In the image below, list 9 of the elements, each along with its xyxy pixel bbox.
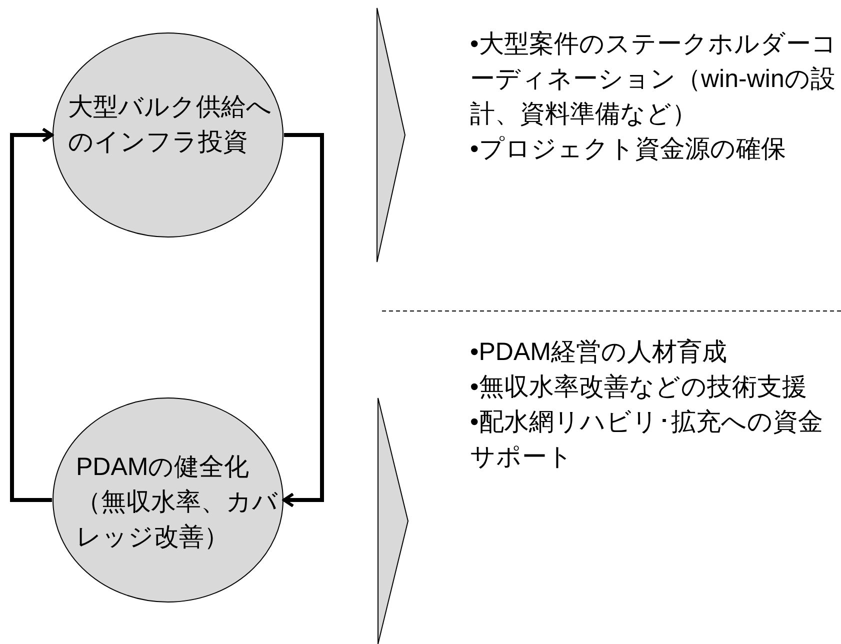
node-label: PDAMの健全化（無収水率、カバレッジ改善） (76, 452, 279, 553)
bullet-text: •プロジェクト資金源の確保 (470, 134, 787, 165)
node-label: 大型バルク供給へのインフラ投資 (68, 92, 273, 158)
arrow (10, 128, 54, 502)
bullet-text: •大型案件のステークホルダーコーディネーション（win-winの設計、資料準備など） (470, 29, 838, 130)
arrow (282, 133, 324, 508)
bullet-text: •PDAM経営の人材育成 (470, 337, 728, 368)
bullet-text: •配水網リハビリ･拡充への資金サポート (470, 407, 824, 473)
bullet-text: •無収水率改善などの技術支援 (470, 372, 808, 403)
